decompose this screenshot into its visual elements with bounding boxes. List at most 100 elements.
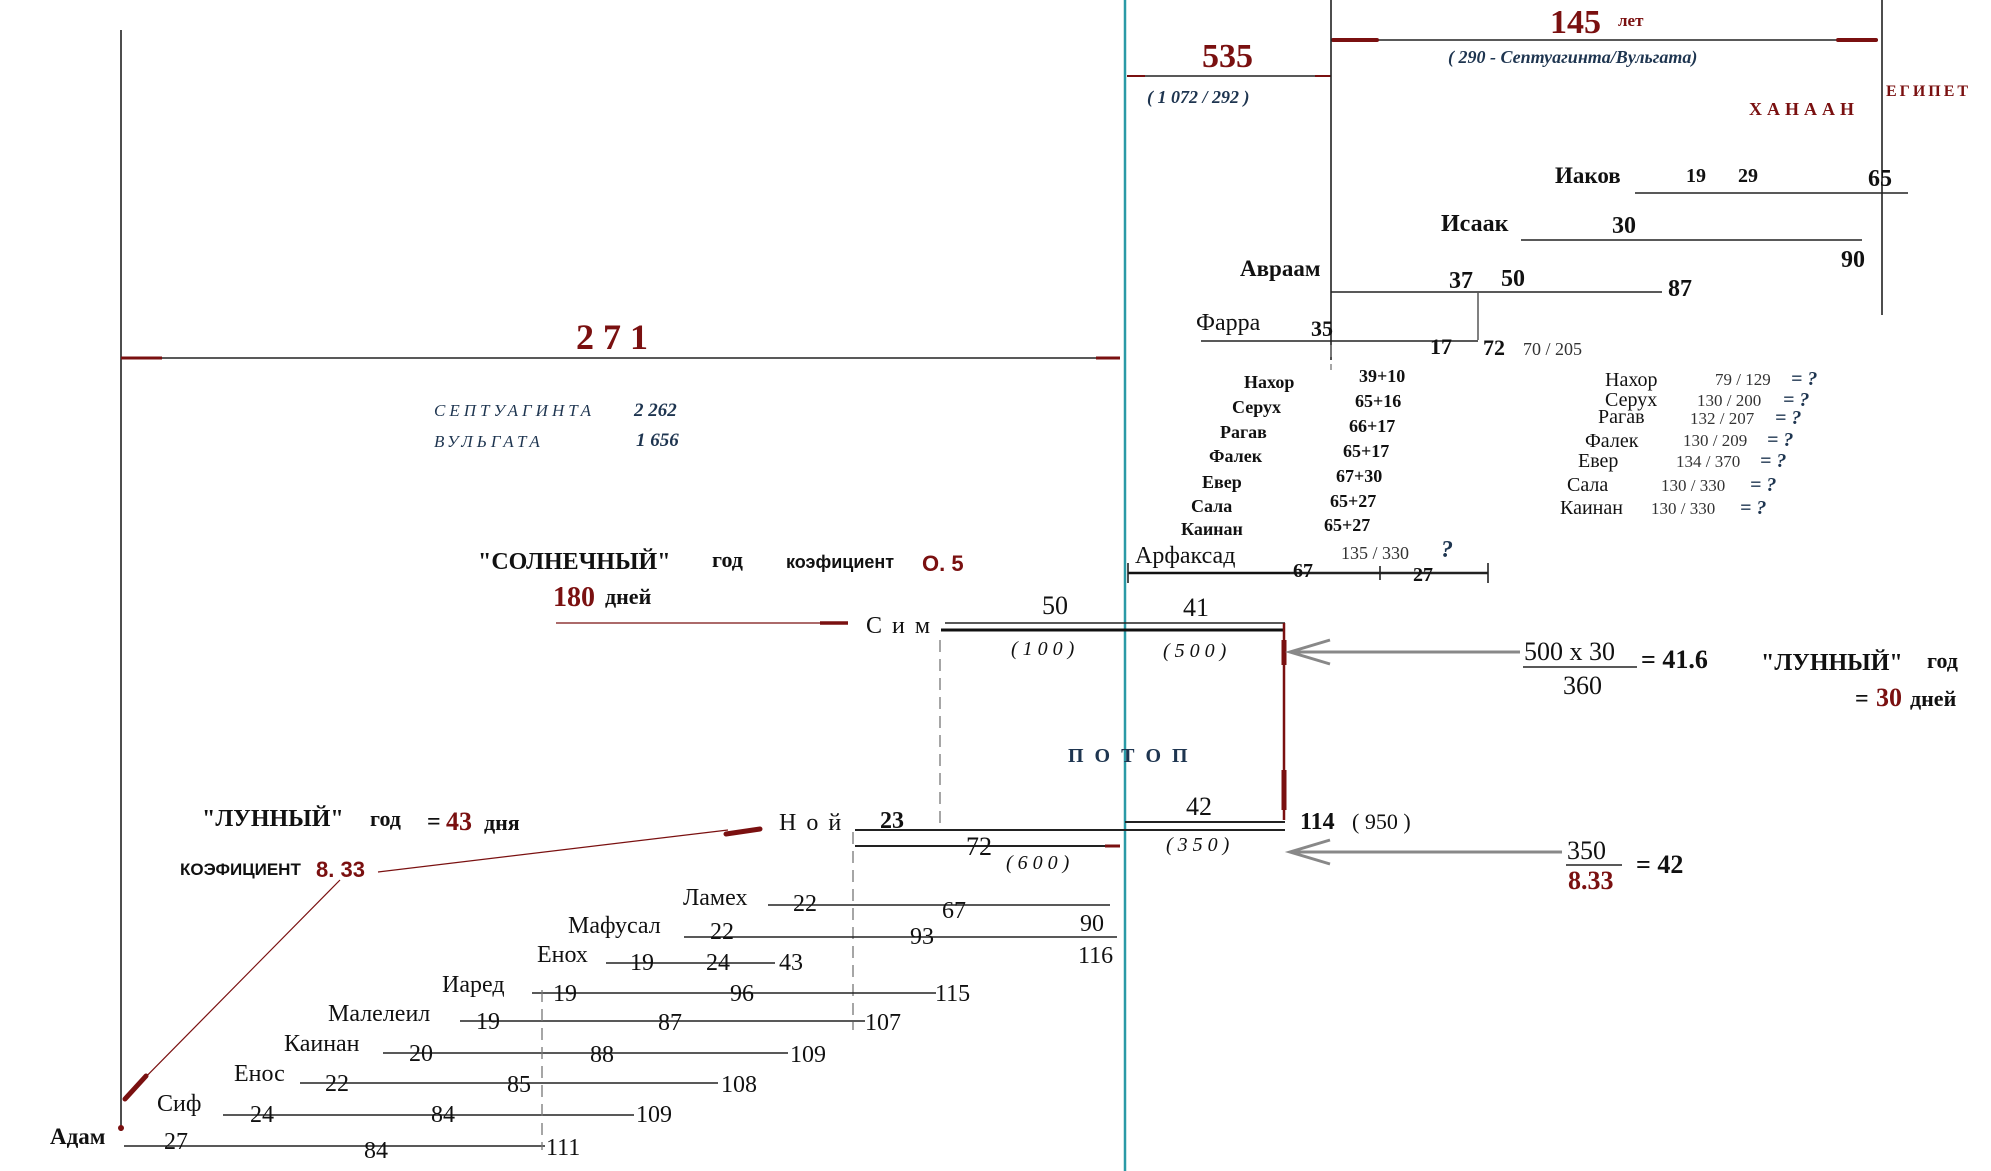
q-mark-2: = ?	[1775, 407, 1801, 429]
solar-days-value: 180	[553, 582, 595, 613]
patriarch-end: 109	[790, 1042, 826, 1068]
q-mark-1: = ?	[1783, 389, 1809, 411]
patriarch-v2: 84	[364, 1138, 388, 1164]
lunar-right-days-label: дней	[1910, 686, 1957, 711]
patriarch-end: 116	[1078, 943, 1113, 969]
patriarch-end: 109	[636, 1102, 672, 1128]
bold-value-0: 39+10	[1359, 366, 1405, 386]
q-mark-0: = ?	[1791, 368, 1817, 390]
patriarch-end: 111	[546, 1135, 580, 1161]
generations-question-list: Нахор 79 / 129 = ? Серух 130 / 200 = ? Р…	[1560, 368, 1817, 519]
patriarch-row-adam: Адам 27 84 111	[50, 1124, 580, 1164]
patriarch-v2: 84	[431, 1102, 455, 1128]
q-name-3: Фалек	[1585, 430, 1639, 452]
arfaksad-question: ?	[1441, 537, 1453, 563]
lunar-left-coef-value: 8. 33	[316, 857, 365, 882]
solar-coef-label: коэфициент	[786, 552, 894, 572]
bold-value-3: 65+17	[1343, 441, 1389, 461]
patriarch-end: 108	[721, 1072, 757, 1098]
span145-note: ( 290 - Септуагинта/Вульгата)	[1448, 47, 1697, 68]
noah-row: Н о й 23 42 ( 3 5 0 ) 72 ( 6 0 0 ) 114 (…	[779, 792, 1411, 1030]
fraction2-denominator: 8.33	[1568, 866, 1614, 895]
lunar-left-coef-label: КОЭФИЦИЕНТ	[180, 860, 301, 879]
span535-value: 535	[1202, 38, 1253, 75]
q-mark-5: = ?	[1750, 474, 1776, 496]
patriarch-v1: 20	[409, 1041, 433, 1067]
iakov-v1: 19	[1686, 165, 1706, 187]
solar-days-label: дней	[605, 584, 652, 609]
iakov-v2: 29	[1738, 165, 1758, 187]
patriarch-name: Малелеил	[328, 1001, 430, 1027]
patriarch-end: 90	[1080, 911, 1104, 937]
patriarch-row-kainan: Каинан 20 88 109	[284, 1031, 826, 1068]
bold-name-2: Рагав	[1220, 422, 1267, 442]
patriarch-row-enos: Енос 22 85 108	[234, 1061, 757, 1098]
q-name-0: Нахор	[1605, 369, 1658, 391]
noah-end: 114	[1300, 809, 1335, 835]
isaak-row: Исаак 30 90	[1441, 211, 1865, 273]
avraam-row: Авраам 37 50 87	[1240, 256, 1692, 340]
bold-name-5: Сала	[1191, 496, 1232, 516]
patriarch-row-sif: Сиф 24 84 109	[157, 1091, 672, 1128]
patriarch-name: Енос	[234, 1061, 285, 1087]
solar-title-suffix: год	[712, 547, 743, 572]
coef-to-adam-line	[124, 879, 341, 1099]
patriarch-row-mafusal: Мафусал 22 93 116	[568, 913, 1117, 969]
bold-value-5: 65+27	[1330, 491, 1376, 511]
lunar-right-days-prefix: =	[1855, 686, 1869, 712]
lunar-left-days-value: 43	[446, 807, 472, 836]
canaan-label: ХАНААН	[1749, 99, 1859, 119]
patriarch-end: 107	[865, 1010, 901, 1036]
isaak-name: Исаак	[1441, 211, 1509, 237]
span535-note: ( 1 072 / 292 )	[1147, 87, 1250, 108]
solar-year-block: "СОЛНЕЧНЫЙ" год коэфициент О. 5 180 дней	[478, 547, 964, 625]
arfaksad-row: Арфаксад 67 27 135 / 330 ?	[1127, 537, 1489, 586]
lunar-right-numerator: 500 х 30	[1524, 637, 1615, 666]
patriarch-v2: 96	[730, 981, 754, 1007]
bold-name-3: Фалек	[1209, 446, 1263, 466]
coef-to-noah-line	[377, 829, 729, 873]
q-name-2: Рагав	[1598, 406, 1645, 428]
patriarch-v2: 67	[942, 898, 966, 924]
patriarch-v1: 27	[164, 1129, 188, 1155]
q-value-3: 130 / 209	[1683, 431, 1747, 450]
farra-v3: 72	[1483, 335, 1505, 360]
span145-value: 145	[1550, 4, 1601, 41]
span145-unit: лет	[1618, 11, 1644, 30]
span271-value: 2 7 1	[576, 317, 648, 357]
q-value-5: 130 / 330	[1661, 476, 1725, 495]
bold-name-6: Каинан	[1181, 519, 1243, 539]
patriarch-v2: 93	[910, 924, 934, 950]
coef-to-noah-tick	[723, 826, 763, 837]
flood-label: П О Т О П	[1068, 745, 1191, 767]
sim-v2: 41	[1183, 593, 1209, 622]
noah-v1: 23	[880, 808, 904, 834]
farra-v2: 17	[1430, 334, 1452, 359]
patriarch-v1: 22	[325, 1071, 349, 1097]
lunar-left-title: "ЛУННЫЙ"	[202, 806, 344, 832]
patriarch-name: Каинан	[284, 1031, 360, 1057]
patriarch-name: Адам	[50, 1124, 105, 1149]
farra-row: Фарра 35 17 72 70 / 205	[1196, 310, 1582, 370]
q-name-4: Евер	[1578, 450, 1618, 472]
patriarch-v2: 24	[706, 950, 730, 976]
patriarch-end: 43	[779, 950, 803, 976]
noah-v3-note: ( 6 0 0 )	[1006, 852, 1070, 874]
iakov-v3: 65	[1868, 166, 1892, 192]
arfaksad-note: 135 / 330	[1341, 543, 1409, 563]
lunar-left-eq: =	[427, 809, 441, 835]
structural-lines	[120, 0, 1883, 1171]
septuagint-label: СЕПТУАГИНТА	[434, 401, 595, 420]
q-name-5: Сала	[1567, 474, 1608, 496]
noah-v2: 42	[1186, 792, 1212, 821]
farra-note: 70 / 205	[1523, 339, 1582, 359]
bold-value-1: 65+16	[1355, 391, 1401, 411]
sim-v2-note: ( 5 0 0 )	[1163, 640, 1227, 662]
lunar-right-denominator: 360	[1563, 671, 1602, 700]
fraction-350: 350 8.33 = 42	[1284, 836, 1683, 895]
lunar-left-days-label: дня	[484, 810, 520, 835]
q-value-0: 79 / 129	[1715, 370, 1771, 389]
patriarch-name: Енох	[537, 942, 588, 968]
fraction2-numerator: 350	[1567, 836, 1606, 865]
